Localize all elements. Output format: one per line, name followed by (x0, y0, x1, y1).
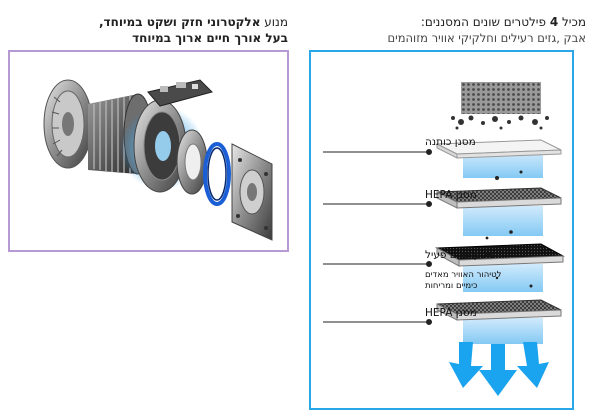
filter-label-hepa-1: מסנן HEPA (425, 189, 477, 201)
bearing-ring (176, 129, 208, 195)
filters-heading-line2: אבק ,גזים רעילים וחלקיקי אוויר מזוהמים (387, 31, 586, 45)
circuit-board (147, 79, 213, 107)
clean-air-arrows (449, 342, 549, 396)
motor-heading-line1: מנוע אלקטרוני חזק ושקט במיוחד, (99, 15, 288, 29)
end-cap (231, 143, 273, 241)
filter-label-cotton: מסנן כותנה (425, 136, 476, 148)
stator (133, 99, 187, 193)
filter-sublabel-carbon-1: לטיהור האוויר מאדים (425, 270, 502, 280)
blue-seal-ring (203, 142, 231, 206)
filter-stack-diagram: מסנן כותנה מסנן HEPA מסנן פחם פעיל לטיהו… (323, 82, 565, 396)
hepa-filter-layer-1 (436, 187, 562, 209)
motor-image-frame (8, 50, 289, 252)
fan-housing (43, 79, 93, 169)
motor-exploded-illustration (43, 79, 273, 241)
cotton-filter-layer (436, 139, 562, 159)
hepa-filter-layer-2 (436, 299, 562, 321)
filters-heading-line1: מכיל 4 פילטרים שונים המסננים: (420, 15, 586, 29)
motor-heading: מנוע אלקטרוני חזק ושקט במיוחד, בעל אורך … (8, 14, 288, 46)
filter-sublabel-carbon-2: כימיים ומריחות (425, 281, 478, 291)
leader-lines (323, 149, 432, 325)
dust-particles (451, 115, 549, 130)
filter-label-carbon: מסנן פחם פעיל (425, 249, 495, 261)
carbon-filter-layer (435, 243, 565, 267)
filter-label-hepa-2: מסנן HEPA (425, 307, 477, 319)
motor-heading-line2: בעל אורך חיים ארוך במיוחד (132, 31, 288, 45)
filters-heading: מכיל 4 פילטרים שונים המסננים: אבק ,גזים … (316, 14, 586, 46)
filtered-particles (485, 170, 533, 288)
dust-particles-block (461, 82, 541, 114)
filter-diagram-frame: מסנן כותנה מסנן HEPA מסנן פחם פעיל לטיהו… (309, 50, 574, 410)
